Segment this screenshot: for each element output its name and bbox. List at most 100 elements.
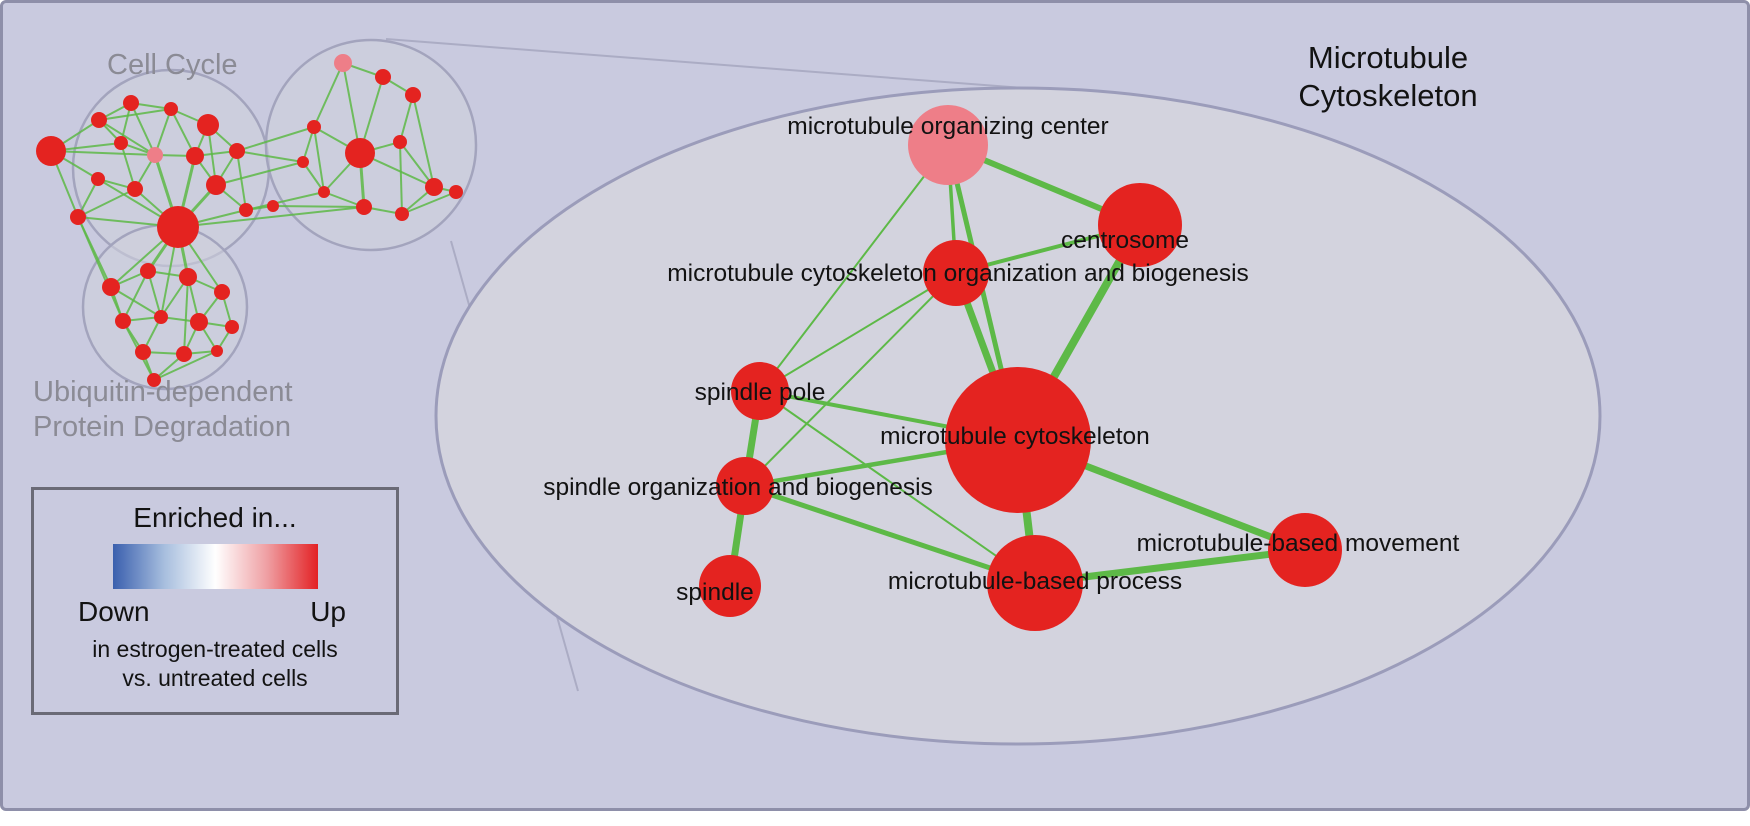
overview-node: [91, 112, 107, 128]
cluster-outline-ubiquitin: [81, 223, 249, 391]
overview-edge: [130, 102, 156, 156]
node-label-microtubule-based-process: microtubule-based process: [888, 568, 1182, 595]
overview-node: [186, 147, 204, 165]
node-microtubule-organizing-center: [908, 105, 988, 185]
overview-node: [393, 135, 407, 149]
overview-node: [425, 178, 443, 196]
overview-node: [127, 181, 143, 197]
node-microtubule-cytoskeleton-organization-and-biogenesis: [923, 240, 989, 306]
zoom-node-group: [699, 105, 1342, 631]
node-label-microtubule-based-movement: microtubule-based movement: [1137, 530, 1460, 557]
overview-node: [297, 156, 309, 168]
edge-spindle-organization-and-biogenesis--microtubule-based-process: [742, 483, 1038, 586]
node-centrosome: [1098, 183, 1182, 267]
overview-node: [135, 344, 151, 360]
overview-edge: [313, 126, 325, 193]
overview-edge: [342, 62, 361, 154]
overview-node: [229, 143, 245, 159]
overview-edge: [120, 142, 136, 190]
overview-edge: [215, 161, 304, 186]
overview-node: [307, 120, 321, 134]
overview-edge: [183, 276, 189, 355]
cluster-label-ubiquitin: Ubiquitin-dependent Protein Degradation: [33, 375, 293, 445]
overview-edge: [399, 141, 435, 188]
overview-node: [318, 186, 330, 198]
overview-node: [176, 346, 192, 362]
overview-node: [214, 284, 230, 300]
overview-node: [375, 69, 391, 85]
overview-node: [395, 207, 409, 221]
legend-up-label: Up: [310, 596, 346, 627]
zoom-cluster-title: Microtubule Cytoskeleton: [1248, 39, 1528, 115]
overview-node: [206, 175, 226, 195]
overview-node: [91, 172, 105, 186]
legend-subtitle-line-1: in estrogen-treated cells: [92, 636, 338, 662]
overview-edge: [98, 119, 156, 156]
overview-node: [211, 345, 223, 357]
overview-edge: [154, 108, 172, 156]
overview-edge: [313, 62, 344, 128]
ubiquitin-label-line-2: Protein Degradation: [33, 411, 291, 443]
overview-node: [154, 310, 168, 324]
edge-spindle-pole--microtubule-based-process: [759, 390, 1036, 584]
node-spindle: [699, 555, 761, 617]
node-spindle-pole: [731, 362, 789, 420]
overview-edge: [177, 206, 365, 228]
overview-node: [225, 320, 239, 334]
node-label-spindle: spindle: [676, 579, 754, 606]
overview-node: [114, 136, 128, 150]
overview-node: [115, 313, 131, 329]
legend-endpoint-labels: Down Up: [34, 596, 396, 628]
node-label-centrosome: centrosome: [1061, 227, 1189, 254]
overview-node: [36, 136, 66, 166]
legend-gradient-bar: [112, 544, 318, 589]
node-microtubule-cytoskeleton: [945, 367, 1091, 513]
overview-edge: [77, 216, 124, 322]
legend-subtitle-line-2: vs. untreated cells: [122, 665, 308, 691]
overview-node-group: [36, 54, 463, 387]
overview-node: [164, 102, 178, 116]
zoom-cluster-title-line-2: Cytoskeleton: [1298, 78, 1478, 113]
edge-microtubule-organizing-center--spindle-pole: [759, 144, 949, 392]
overview-edge: [236, 126, 315, 152]
overview-node: [147, 373, 161, 387]
overview-node: [140, 263, 156, 279]
zoom-node-label-group: microtubule organizing center centrosome m…: [543, 113, 1459, 606]
legend-box: Enriched in... Down Up in estrogen-treat…: [31, 487, 399, 715]
overview-node: [157, 206, 199, 248]
overview-edge: [399, 141, 403, 215]
overview-node: [123, 95, 139, 111]
overview-node: [102, 278, 120, 296]
overview-node: [239, 203, 253, 217]
node-label-spindle-organization-and-biogenesis: spindle organization and biogenesis: [543, 474, 933, 501]
overview-edge: [110, 286, 162, 318]
overview-edge: [302, 161, 325, 193]
zoom-cluster-title-line-1: Microtubule: [1307, 40, 1469, 75]
overview-node: [267, 200, 279, 212]
overview-node: [334, 54, 352, 72]
overview-node: [179, 268, 197, 286]
overview-node: [147, 147, 163, 163]
overview-node: [197, 114, 219, 136]
overview-edge: [98, 108, 172, 121]
overview-node: [190, 313, 208, 331]
node-label-microtubule-cytoskeleton: microtubule cytoskeleton: [880, 423, 1150, 450]
node-microtubule-based-movement: [1268, 513, 1342, 587]
edge-microtubule-cytoskeleton-organization-and-biogenesis--spindle-pole: [759, 272, 957, 392]
overview-edge: [272, 205, 365, 208]
node-spindle-organization-and-biogenesis: [716, 457, 774, 515]
legend-title: Enriched in...: [133, 502, 297, 533]
overview-edge: [153, 350, 218, 381]
overview-node: [449, 185, 463, 199]
node-label-microtubule-cytoskeleton-organization-and-biogenesis: microtubule cytoskeleton organization an…: [667, 260, 1249, 287]
overview-edge: [399, 94, 414, 143]
overview-edge: [77, 188, 136, 218]
overview-edge: [401, 191, 457, 215]
overview-node: [356, 199, 372, 215]
network-scene: microtubule organizing center centrosome m…: [36, 38, 1602, 746]
node-label-microtubule-organizing-center: microtubule organizing center: [787, 113, 1108, 140]
legend-down-label: Down: [78, 596, 150, 627]
overview-edge: [412, 94, 435, 188]
